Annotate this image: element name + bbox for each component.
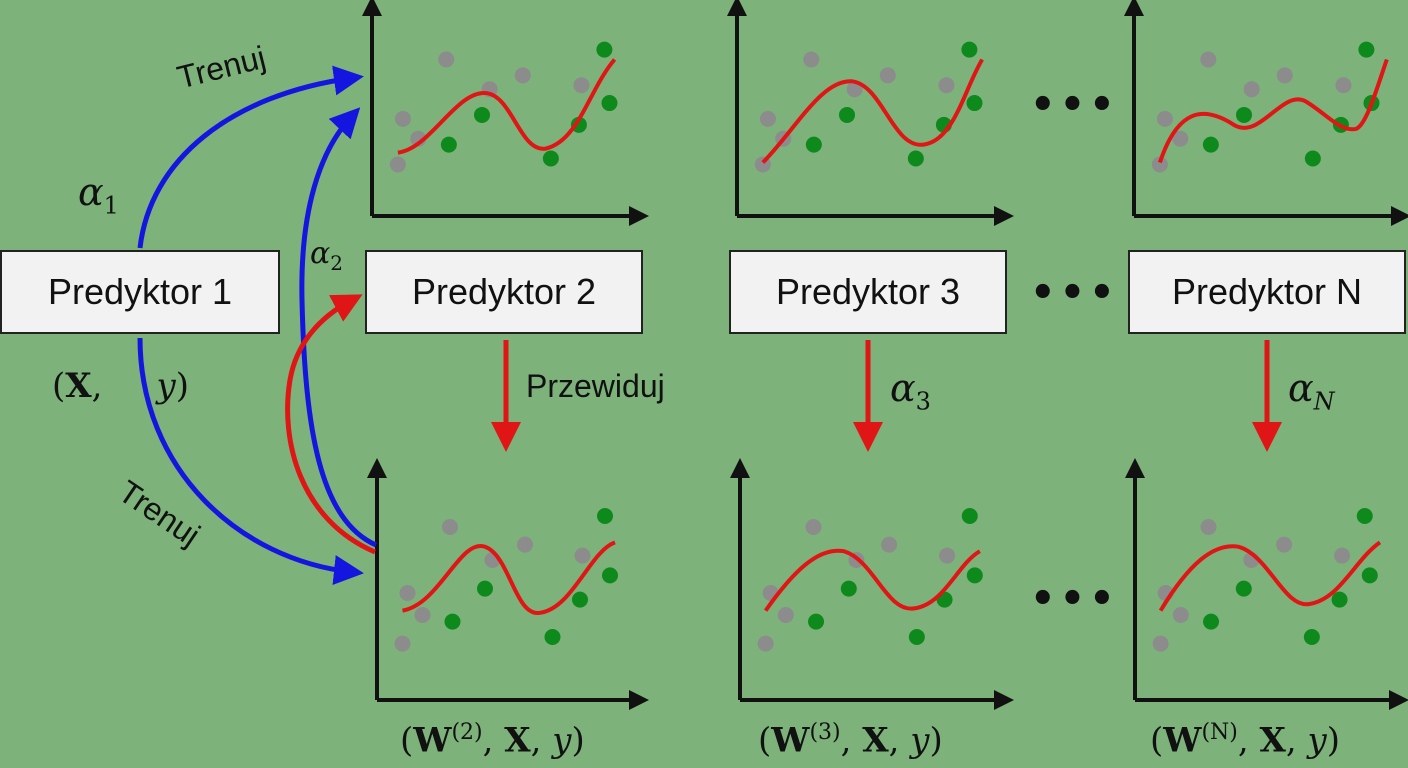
fit-curve — [402, 540, 616, 615]
green-point-2 — [1303, 629, 1320, 645]
green-point-2 — [544, 629, 561, 645]
gray-point-2 — [1172, 130, 1189, 147]
green-point-3 — [1331, 591, 1348, 608]
gray-point-0 — [757, 635, 774, 652]
gray-point-0 — [394, 635, 411, 652]
fit-curve — [761, 58, 984, 164]
green-point-0 — [444, 613, 461, 630]
green-point-0 — [1202, 136, 1219, 153]
fit-curve — [763, 548, 981, 612]
green-point-3 — [572, 591, 588, 608]
gray-point-6 — [574, 547, 591, 564]
gray-point-3 — [442, 519, 458, 535]
gray-point-1 — [1156, 110, 1173, 127]
weight-arrow-to-predictor-2 — [285, 294, 376, 555]
plot-top-1 — [362, 0, 649, 226]
fit-curve — [397, 58, 617, 155]
gray-point-6 — [573, 77, 590, 94]
green-point-2 — [907, 150, 924, 167]
green-point-5 — [1361, 567, 1378, 584]
gray-point-0 — [1152, 635, 1169, 652]
gray-point-1 — [759, 110, 776, 127]
alpha-1-label: α1 — [78, 170, 119, 220]
gray-point-3 — [1200, 51, 1217, 68]
predictor-N-box: Predyktor N — [1128, 250, 1406, 334]
green-point-1 — [1235, 580, 1252, 597]
ellipsis-bottom: ••• — [1030, 576, 1119, 622]
gray-point-5 — [879, 67, 896, 84]
gray-point-4 — [1243, 81, 1260, 98]
green-point-4 — [1358, 41, 1375, 58]
predictor-2-box: Predyktor 2 — [365, 250, 643, 334]
gray-point-5 — [881, 536, 898, 553]
green-point-4 — [1356, 508, 1373, 524]
plot-bottom-3 — [730, 458, 1014, 710]
gray-point-0 — [389, 156, 406, 173]
green-point-0 — [808, 613, 825, 630]
green-point-5 — [601, 95, 618, 112]
green-point-1 — [840, 580, 857, 597]
fit-curve — [1158, 58, 1389, 164]
green-point-5 — [966, 567, 983, 584]
plot-top-3 — [727, 0, 1014, 226]
green-point-5 — [966, 95, 983, 112]
green-point-2 — [542, 150, 559, 167]
gray-point-5 — [514, 67, 531, 84]
gray-point-3 — [805, 519, 822, 535]
gray-point-2 — [414, 607, 431, 623]
green-point-4 — [961, 41, 978, 58]
fit-curve — [1158, 540, 1382, 612]
predict-label: Przewiduj — [526, 368, 665, 404]
dataset-label-N: (W(N), X, y) — [1150, 720, 1340, 761]
plot-bottom-2 — [367, 458, 649, 710]
ellipsis-middle: ••• — [1030, 270, 1119, 316]
green-point-4 — [597, 508, 613, 524]
green-point-1 — [1236, 106, 1252, 123]
train-arrow-bottom — [137, 337, 364, 585]
train-arrow-weighted — [299, 107, 378, 548]
gray-point-0 — [1151, 156, 1168, 173]
green-point-0 — [1203, 613, 1220, 630]
gray-point-6 — [939, 547, 956, 564]
alpha-3-label: α3 — [890, 366, 931, 416]
green-point-4 — [961, 508, 978, 524]
green-point-2 — [1304, 150, 1321, 167]
green-point-1 — [839, 106, 855, 123]
green-point-1 — [474, 106, 490, 123]
dataset-label-3: (W(3), X, y) — [758, 720, 943, 761]
predictor-3-box: Predyktor 3 — [729, 250, 1007, 334]
green-point-1 — [477, 580, 493, 597]
gray-point-6 — [1335, 77, 1352, 94]
gray-point-2 — [1172, 607, 1189, 623]
green-point-5 — [602, 567, 618, 584]
alpha-N-label: αN — [1288, 366, 1335, 416]
predictor-1-box: Predyktor 1 — [0, 250, 280, 334]
gray-point-5 — [1276, 536, 1293, 553]
alpha-2-label: α2 — [310, 236, 343, 275]
train-arrow-top — [137, 65, 364, 249]
scatter-plots — [362, 0, 1408, 710]
gray-point-6 — [938, 77, 955, 94]
green-point-4 — [596, 41, 613, 58]
gray-point-5 — [517, 536, 533, 553]
gray-point-3 — [438, 51, 455, 68]
gray-point-2 — [777, 607, 794, 623]
green-point-0 — [805, 136, 822, 153]
input-data-label: (X,y) — [52, 366, 189, 406]
gray-point-1 — [399, 585, 416, 601]
gray-point-1 — [394, 110, 411, 127]
plot-top-N — [1124, 0, 1408, 226]
gray-point-5 — [1276, 67, 1293, 84]
gray-point-6 — [1334, 547, 1351, 564]
green-point-2 — [908, 629, 925, 645]
gray-point-3 — [1200, 519, 1217, 535]
plot-bottom-N — [1125, 458, 1408, 710]
green-point-0 — [440, 136, 457, 153]
ellipsis-top: ••• — [1030, 82, 1119, 128]
gray-point-3 — [803, 51, 820, 68]
dataset-label-2: (W(2), X, y) — [400, 720, 585, 761]
